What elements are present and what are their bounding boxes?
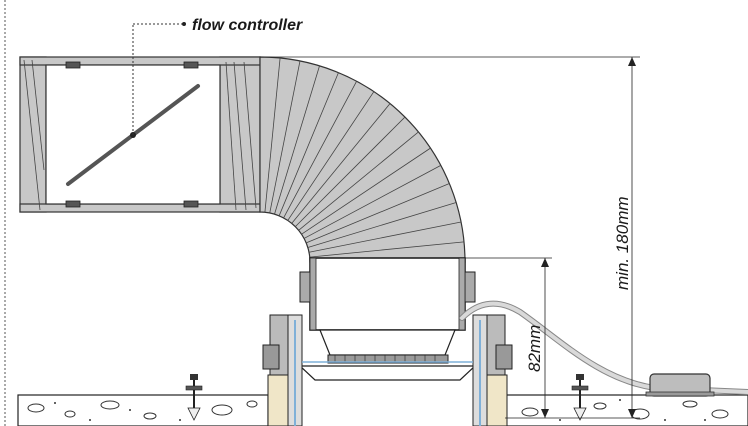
elbow-rib (291, 103, 391, 224)
driver-box (645, 373, 715, 397)
elbow-rib (278, 72, 339, 216)
elbow-rib (264, 57, 281, 213)
anchor-bolt-right (571, 374, 589, 421)
elbow-rib (309, 241, 465, 258)
dimension-neck-height-label: 82mm (525, 325, 544, 372)
elbow-rib (274, 65, 320, 215)
flow-controller-label: flow controller (192, 17, 303, 34)
anchor-bolt-left (185, 374, 203, 421)
straight-duct (19, 56, 261, 213)
dimension-total-height-label: min. 180mm (613, 196, 632, 290)
elbow-rib (298, 131, 419, 231)
neck-collar (298, 257, 477, 381)
dimension-total-height (260, 56, 640, 419)
power-cable (459, 300, 748, 395)
elbow-rib (306, 183, 450, 244)
elbow-rib (303, 165, 441, 239)
dimension-neck-height (465, 257, 552, 418)
elbow-rib (308, 221, 462, 253)
duct-elbow (259, 56, 466, 263)
installation-housing (262, 314, 513, 426)
elbow-rib (307, 202, 457, 248)
elbow-rib (301, 147, 431, 235)
elbow-rib (283, 81, 357, 219)
elbow-rib (269, 60, 301, 214)
elbow-rib (287, 91, 375, 221)
flow-controller-leader (132, 22, 186, 135)
elbow-rib (295, 116, 406, 227)
concrete-slab (17, 394, 748, 426)
